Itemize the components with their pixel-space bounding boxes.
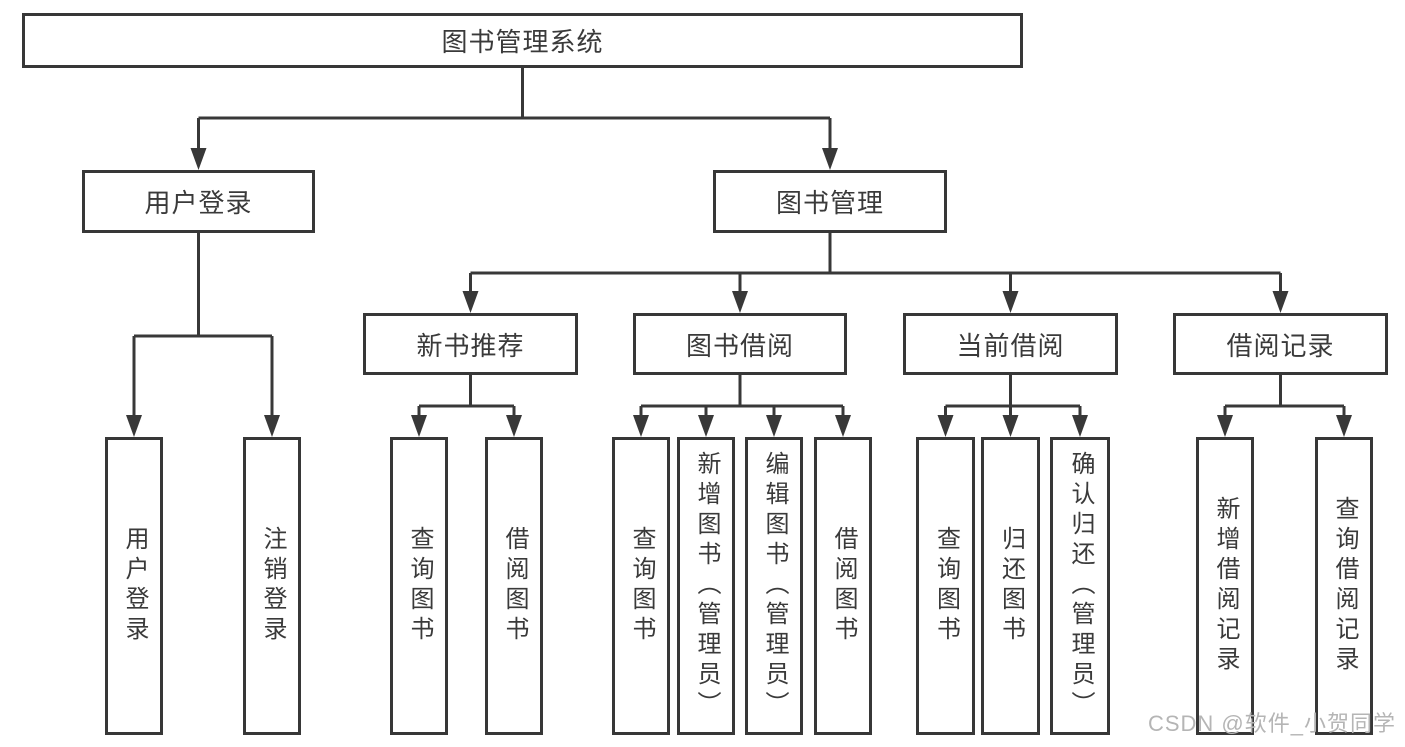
leaf-search-books-3: 查询图书 [916,437,975,735]
connector-book-management-to-level3 [469,233,1282,293]
arrow-to-leaf-return-book [1002,415,1019,437]
leaf-return-book-label: 归还图书 [997,526,1025,646]
leaf-search-books-2: 查询图书 [612,437,670,735]
arrow-to-borrowing-records [1272,291,1289,313]
leaf-add-borrow-record: 新增借阅记录 [1196,437,1254,735]
arrow-to-new-book-recommend [462,291,479,313]
leaf-borrow-books-1: 借阅图书 [485,437,543,735]
leaf-logout-label: 注销登录 [259,526,286,646]
connector-root-to-level2 [197,68,832,150]
leaf-search-books-1-label: 查询图书 [406,526,433,646]
arrow-to-book-borrowing [732,291,748,313]
node-book-management: 图书管理 [713,170,947,233]
leaf-borrow-books-2: 借阅图书 [814,437,872,735]
leaf-user-login-label: 用户登录 [121,526,148,646]
leaf-borrow-books-1-label: 借阅图书 [501,526,528,646]
node-new-book-recommend: 新书推荐 [363,313,578,375]
node-root: 图书管理系统 [22,13,1023,68]
arrow-to-leaf-edit-book [766,415,782,437]
arrow-to-leaf-search-books-1 [411,415,427,437]
connector-new-book-recommend-to-leaves [417,375,516,417]
leaf-search-borrow-record-label: 查询借阅记录 [1331,496,1358,676]
leaf-confirm-return-admin-label: 确认归还（管理员） [1067,451,1094,721]
arrow-to-leaf-user-login [126,415,142,437]
connector-current-borrowing-to-leaves [944,375,1082,417]
arrow-to-current-borrowing [1002,291,1019,313]
node-user-login-label: 用户登录 [144,188,253,218]
node-user-login: 用户登录 [82,170,315,233]
arrow-to-user-login-node [190,148,207,170]
node-borrowing-records: 借阅记录 [1173,313,1388,375]
arrow-to-leaf-add-borrow-record [1217,415,1233,437]
arrow-to-leaf-add-book [698,415,714,437]
connector-book-borrowing-to-leaves [639,375,845,417]
leaf-logout: 注销登录 [243,437,301,735]
leaf-add-book-admin-label: 新增图书（管理员） [693,451,720,721]
connector-user-login-to-leaves [132,233,274,417]
leaf-edit-book-admin-label: 编辑图书（管理员） [761,451,788,721]
leaf-borrow-books-2-label: 借阅图书 [830,526,857,646]
node-current-borrowing: 当前借阅 [903,313,1118,375]
leaf-search-books-1: 查询图书 [390,437,448,735]
arrow-to-leaf-logout [264,415,280,437]
leaf-add-borrow-record-label: 新增借阅记录 [1212,496,1239,676]
arrow-to-leaf-search-books-3 [937,415,954,437]
leaf-search-books-3-label: 查询图书 [932,526,960,646]
arrow-to-leaf-search-books-2 [633,415,649,437]
node-borrowing-records-label: 借阅记录 [1226,330,1335,361]
node-root-label: 图书管理系统 [441,27,604,57]
leaf-confirm-return-admin: 确认归还（管理员） [1050,437,1110,735]
connector-borrowing-records-to-leaves [1223,375,1346,417]
leaf-user-login: 用户登录 [105,437,163,735]
arrow-to-book-management-node [822,148,838,170]
leaf-search-books-2-label: 查询图书 [628,526,655,646]
csdn-watermark: CSDN @软件_小贺同学 [1147,711,1396,736]
arrow-to-leaf-borrow-books-2 [835,415,851,437]
node-new-book-recommend-label: 新书推荐 [416,330,525,361]
leaf-add-book-admin: 新增图书（管理员） [677,437,735,735]
leaf-edit-book-admin: 编辑图书（管理员） [745,437,803,735]
node-book-borrowing-label: 图书借阅 [685,330,794,361]
node-book-management-label: 图书管理 [775,188,884,218]
node-current-borrowing-label: 当前借阅 [956,330,1065,361]
arrow-to-leaf-search-borrow-record [1336,415,1352,437]
arrow-to-leaf-borrow-books-1 [506,415,522,437]
leaf-search-borrow-record: 查询借阅记录 [1315,437,1373,735]
node-book-borrowing: 图书借阅 [633,313,847,375]
arrow-to-leaf-confirm-return [1072,415,1088,437]
leaf-return-book: 归还图书 [981,437,1040,735]
